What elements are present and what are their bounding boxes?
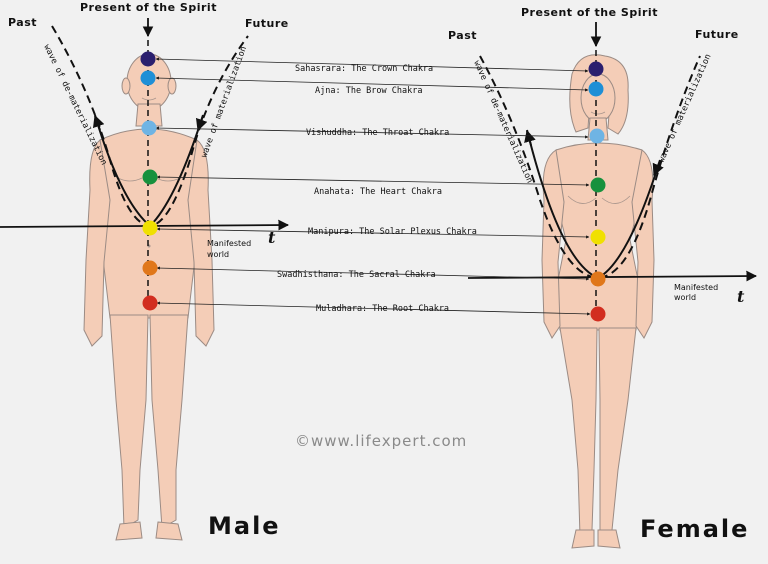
connectors bbox=[155, 57, 591, 316]
chakra-label-heart: Anahata: The Heart Chakra bbox=[314, 187, 442, 197]
male-time-var: t bbox=[268, 228, 276, 247]
female-chakra-sacral bbox=[590, 271, 606, 287]
chakra-label-crown: Sahasrara: The Crown Chakra bbox=[295, 64, 433, 74]
male-chakra-root bbox=[142, 295, 158, 311]
male-dematerialization-label: wave of de-materialization bbox=[41, 43, 108, 167]
chakra-label-root: Muladhara: The Root Chakra bbox=[316, 304, 449, 314]
female-manifested-label-1: Manifested bbox=[674, 283, 718, 292]
watermark: ©www.lifexpert.com bbox=[295, 432, 467, 450]
female-chakras bbox=[588, 61, 606, 322]
male-manifested-label-1: Manifested bbox=[207, 239, 251, 248]
female-chakra-crown bbox=[588, 61, 604, 77]
female-label: Female bbox=[640, 515, 749, 543]
male-chakras bbox=[140, 51, 158, 311]
male-materialization-label: wave of materialization bbox=[199, 45, 249, 159]
female-chakra-root bbox=[590, 306, 606, 322]
chakra-labels: Sahasrara: The Crown Chakra Ajna: The Br… bbox=[277, 64, 477, 314]
male-chakra-throat bbox=[141, 120, 157, 136]
chakra-label-brow: Ajna: The Brow Chakra bbox=[315, 86, 422, 96]
female-present-spirit-label: Present of the Spirit bbox=[521, 6, 658, 19]
chakra-label-throat: Vishuddha: The Throat Chakra bbox=[306, 128, 449, 138]
female-future-label: Future bbox=[695, 28, 739, 41]
male-chakra-heart bbox=[142, 169, 158, 185]
male-past-label: Past bbox=[8, 16, 37, 29]
male-chakra-sacral bbox=[142, 260, 158, 276]
female-dematerialization-label: wave of de-materialization bbox=[471, 59, 534, 185]
female-past-label: Past bbox=[448, 29, 477, 42]
male-label: Male bbox=[208, 512, 281, 540]
chakra-label-solar: Manipura: The Solar Plexus Chakra bbox=[308, 227, 477, 237]
male-future-label: Future bbox=[245, 17, 289, 30]
female-chakra-throat bbox=[589, 128, 605, 144]
chakra-label-sacral: Swadhisthana: The Sacral Chakra bbox=[277, 270, 436, 280]
female-chakra-heart bbox=[590, 177, 606, 193]
male-chakra-crown bbox=[140, 51, 156, 67]
male-present-spirit-label: Present of the Spirit bbox=[80, 1, 217, 14]
male-chakra-brow bbox=[140, 70, 156, 86]
female-chakra-brow bbox=[588, 81, 604, 97]
male-manifested-label-2: world bbox=[207, 250, 229, 259]
female-materialization-label: wave of materialization bbox=[657, 53, 714, 165]
female-time-var: t bbox=[737, 287, 745, 306]
female-chakra-solar bbox=[590, 229, 606, 245]
female-manifested-label-2: world bbox=[674, 293, 696, 302]
male-chakra-solar bbox=[142, 220, 158, 236]
